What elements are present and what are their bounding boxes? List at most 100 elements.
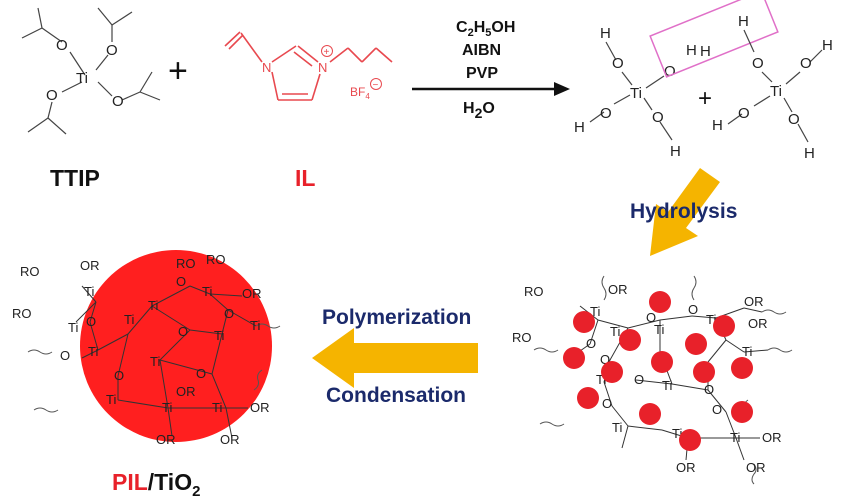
- h-atom: H: [712, 117, 723, 134]
- il-bead: [679, 429, 701, 451]
- ti-atom: Ti: [202, 284, 212, 299]
- ti-atom: Ti: [214, 328, 224, 343]
- il-structure: N N + BF4 −: [224, 31, 393, 101]
- o-atom: O: [738, 105, 750, 122]
- or-group: OR: [746, 460, 766, 475]
- o-atom: O: [704, 382, 714, 397]
- il-bead: [685, 333, 707, 355]
- hydrolyzed-network: RO OR Ti RO O Ti O Ti O Ti OR OR Ti O Ti…: [512, 275, 793, 485]
- ti-atom: Ti: [68, 320, 78, 335]
- h-atom: H: [738, 13, 749, 30]
- reagent-water: H2O: [463, 100, 495, 121]
- ro-group: RO: [206, 252, 226, 267]
- or-group: OR: [176, 384, 196, 399]
- ti-atom: Ti: [148, 298, 158, 313]
- o-atom: O: [788, 111, 800, 128]
- pil-tio2-label: PIL/TiO2: [112, 469, 200, 500]
- ti-atom-right: Ti: [770, 83, 782, 100]
- ti-atom: Ti: [162, 400, 172, 415]
- ro-group: RO: [12, 306, 32, 321]
- pil-sphere: [80, 250, 272, 442]
- o-atom: O: [664, 63, 676, 80]
- o-atom: O: [602, 396, 612, 411]
- ti-atom: Ti: [706, 312, 716, 327]
- o-atom: O: [612, 55, 624, 72]
- o-atom: O: [712, 402, 722, 417]
- or-group: OR: [676, 460, 696, 475]
- pil-tio2-particle: RO OR Ti RO Ti O O Ti Ti Ti RO O Ti RO O…: [12, 250, 281, 447]
- o-atom: O: [586, 336, 596, 351]
- reagent-pvp: PVP: [466, 65, 498, 82]
- ti-atom: Ti: [590, 304, 600, 319]
- ttip-label: TTIP: [50, 165, 100, 191]
- reagents-block: C2H5OH AIBN PVP H2O: [412, 19, 570, 121]
- reagent-ethanol: C2H5OH: [456, 19, 515, 39]
- ttip-structure: Ti O O O O: [21, 7, 161, 135]
- ti-atom: Ti: [88, 344, 98, 359]
- il-bead: [651, 351, 673, 373]
- il-bead: [693, 361, 715, 383]
- o-atom: O: [688, 302, 698, 317]
- il-bead: [649, 291, 671, 313]
- il-bead: [573, 311, 595, 333]
- o-atom: O: [176, 274, 186, 289]
- water-elimination-highlight-box: [649, 0, 779, 78]
- hydrolysis-arrow: [650, 168, 720, 256]
- ti-atom: Ti: [672, 426, 682, 441]
- il-n-atom: N: [262, 60, 271, 75]
- h-atom: H: [574, 119, 585, 136]
- il-label: IL: [295, 165, 315, 191]
- reaction-arrow-head-icon: [554, 82, 570, 96]
- h-atom: H: [686, 42, 697, 59]
- il-bead: [619, 329, 641, 351]
- or-group: OR: [608, 282, 628, 297]
- or-group: OR: [220, 432, 240, 447]
- ti-atom: Ti: [742, 344, 752, 359]
- o-atom: O: [600, 352, 610, 367]
- h-atom: H: [822, 37, 833, 54]
- ti-atom: Ti: [250, 318, 260, 333]
- ttip-o-atom-2: O: [106, 42, 118, 59]
- o-atom: O: [800, 55, 812, 72]
- o-atom: O: [196, 366, 206, 381]
- h-atom: H: [700, 43, 711, 60]
- negative-charge-icon: [370, 78, 382, 90]
- ro-group: RO: [524, 284, 544, 299]
- il-n-plus-atom: N: [318, 60, 327, 75]
- hydrolyzed-ti-right: H O Ti O H O H O H: [712, 13, 833, 162]
- ro-group: RO: [176, 256, 196, 271]
- ttip-ti-atom: Ti: [76, 70, 88, 87]
- il-anion: BF4: [350, 85, 370, 101]
- or-group: OR: [250, 400, 270, 415]
- or-group: OR: [744, 294, 764, 309]
- or-group: OR: [80, 258, 100, 273]
- il-bead: [563, 347, 585, 369]
- or-group: OR: [156, 432, 176, 447]
- ti-atom: Ti: [124, 312, 134, 327]
- ro-group: RO: [20, 264, 40, 279]
- hydrolyzed-ti-left: Ti O H O H O H O H: [574, 25, 697, 160]
- plus-sign: +: [698, 85, 712, 112]
- h-atom: H: [600, 25, 611, 42]
- or-group: OR: [242, 286, 262, 301]
- o-atom: O: [752, 55, 764, 72]
- o-atom: O: [178, 324, 188, 339]
- o-atom: O: [114, 368, 124, 383]
- o-atom: O: [652, 109, 664, 126]
- il-bead: [731, 357, 753, 379]
- o-atom: O: [86, 314, 96, 329]
- ti-atom: Ti: [106, 392, 116, 407]
- h-atom: H: [670, 143, 681, 160]
- ttip-o-atom-4: O: [112, 93, 124, 110]
- condensation-label: Condensation: [326, 384, 466, 407]
- ti-atom: Ti: [654, 322, 664, 337]
- il-bead: [601, 361, 623, 383]
- ti-atom: Ti: [612, 420, 622, 435]
- or-group: OR: [748, 316, 768, 331]
- hydrolysis-label: Hydrolysis: [630, 200, 737, 223]
- ti-atom: Ti: [730, 430, 740, 445]
- il-bead: [713, 315, 735, 337]
- il-bead: [731, 401, 753, 423]
- ti-atom-left: Ti: [630, 85, 642, 102]
